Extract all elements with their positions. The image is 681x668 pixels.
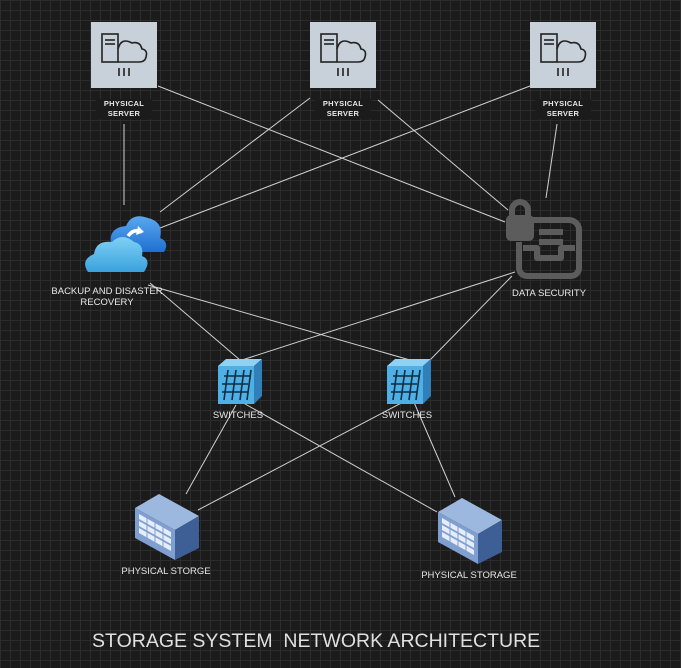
backup-node[interactable]: BACKUP AND DISASTER RECOVERY — [40, 200, 180, 312]
link-security-switch1 — [241, 271, 516, 361]
server-label-3: PHYSICAL SERVER — [535, 99, 591, 119]
link-backup-switch1 — [149, 282, 241, 361]
link-server2-backup — [159, 97, 311, 213]
switch-node-1[interactable]: SWITCHES — [208, 358, 268, 424]
security-node[interactable]: DATA SECURITY — [500, 196, 596, 306]
link-switch2-storage2 — [412, 399, 456, 498]
storage-node-2[interactable]: PHYSICAL STORAGE — [412, 496, 526, 586]
link-switch2-storage1 — [197, 399, 408, 511]
server-label-2: PHYSICAL SERVER — [315, 99, 371, 119]
security-label: DATA SECURITY — [511, 288, 587, 299]
link-security-switch2 — [429, 275, 513, 361]
switch-node-2[interactable]: SWITCHES — [377, 358, 437, 424]
switch-label-1: SWITCHES — [212, 410, 264, 421]
cloud-server-icon — [530, 22, 596, 88]
network-switch-icon — [218, 359, 262, 404]
cloud-backup-icon — [85, 216, 167, 272]
switch-label-2: SWITCHES — [381, 410, 433, 421]
diagram-title: STORAGE SYSTEM NETWORK ARCHITECTURE — [92, 630, 541, 652]
link-server2-security — [377, 99, 509, 211]
storage-label-1: PHYSICAL STORGE — [121, 566, 211, 577]
network-switch-icon — [387, 359, 431, 404]
cloud-server-icon — [91, 22, 157, 88]
link-switch1-storage2 — [237, 399, 438, 513]
cloud-server-icon — [310, 22, 376, 88]
storage-array-icon — [438, 498, 502, 564]
link-server3-backup — [159, 85, 531, 229]
server-label-1: PHYSICAL SERVER — [96, 99, 152, 119]
backup-label: BACKUP AND DISASTER RECOVERY — [51, 286, 163, 308]
link-server3-security — [545, 123, 558, 199]
storage-array-icon — [135, 494, 199, 560]
locked-inbox-icon — [506, 199, 582, 279]
link-server1-security — [157, 85, 506, 223]
storage-node-1[interactable]: PHYSICAL STORGE — [110, 492, 222, 582]
storage-label-2: PHYSICAL STORAGE — [421, 570, 517, 581]
link-switch1-storage1 — [185, 404, 237, 495]
link-backup-switch2 — [147, 284, 411, 361]
